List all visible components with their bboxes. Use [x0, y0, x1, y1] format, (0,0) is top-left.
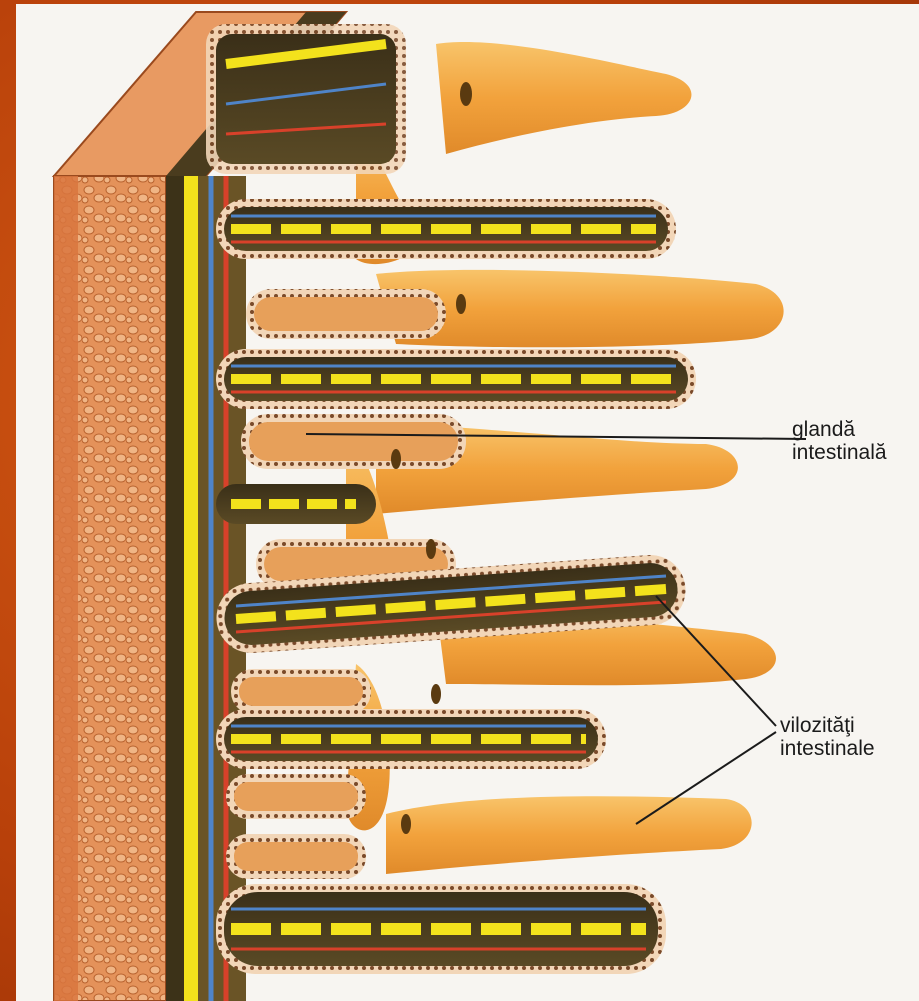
- label-intestinal-gland: glandă intestinală: [792, 418, 887, 464]
- figure-panel: glandă intestinală vilozităţi intestinal…: [16, 4, 919, 1001]
- label-gland-line2: intestinală: [792, 441, 887, 464]
- intestinal-wall-illustration: [16, 4, 919, 1001]
- intestinal-gland: [241, 414, 466, 469]
- label-villi-line2: intestinale: [780, 737, 875, 760]
- label-intestinal-villi: vilozităţi intestinale: [780, 714, 875, 760]
- label-gland-line1: glandă: [792, 418, 887, 441]
- label-villi-line1: vilozităţi: [780, 714, 875, 737]
